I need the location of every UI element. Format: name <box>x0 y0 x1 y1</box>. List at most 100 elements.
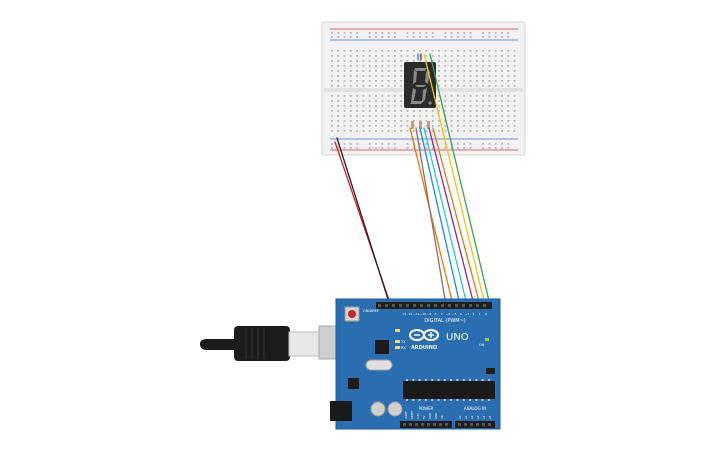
power-header-pin[interactable] <box>403 423 406 426</box>
power-header-pin[interactable] <box>445 423 448 426</box>
breadboard-hole <box>381 80 384 82</box>
breadboard-hole <box>469 80 472 82</box>
breadboard-hole <box>463 95 466 97</box>
header-pin[interactable] <box>406 304 409 307</box>
breadboard-hole <box>501 105 503 107</box>
wire-purple[interactable] <box>428 127 475 306</box>
power-jack[interactable] <box>330 401 352 421</box>
header-pin[interactable] <box>413 304 416 307</box>
digital-pin-number: ~3 <box>465 312 470 316</box>
analog-header-pin[interactable] <box>482 423 485 426</box>
breadboard-hole <box>501 115 503 117</box>
rail-hole <box>425 143 428 145</box>
analog-header-pin[interactable] <box>488 423 491 426</box>
wire-yellow[interactable] <box>423 53 486 306</box>
rail-hole <box>469 32 472 34</box>
analog-header-pin[interactable] <box>464 423 467 426</box>
breadboard-hole <box>375 105 377 107</box>
breadboard-hole <box>507 110 510 112</box>
header-pin[interactable] <box>455 304 458 307</box>
header-pin[interactable] <box>385 304 388 307</box>
breadboard-hole <box>343 65 346 67</box>
power-header-pin[interactable] <box>427 423 430 426</box>
header-pin[interactable] <box>469 304 472 307</box>
breadboard-hole <box>475 70 478 72</box>
power-header-pin[interactable] <box>421 423 424 426</box>
bottom-header-pins[interactable] <box>403 423 491 426</box>
led-rx <box>395 346 400 349</box>
wire-blue[interactable] <box>419 127 461 306</box>
wire-cyan[interactable] <box>423 127 468 306</box>
rail-hole <box>394 147 396 149</box>
power-header-pin[interactable] <box>439 423 442 426</box>
header-pin[interactable] <box>434 304 437 307</box>
rail-hole <box>507 32 510 34</box>
breadboard-hole <box>362 125 365 127</box>
reset-button-cap[interactable] <box>348 310 356 318</box>
analog-header-pin[interactable] <box>476 423 479 426</box>
rail-hole <box>457 147 459 149</box>
breadboard-hole <box>331 50 333 52</box>
wires[interactable] <box>334 53 491 427</box>
breadboard-hole <box>488 70 491 72</box>
header-pin[interactable] <box>427 304 430 307</box>
breadboard-hole <box>501 85 503 87</box>
header-pin[interactable] <box>483 304 486 307</box>
header-pin[interactable] <box>378 304 381 307</box>
breadboard-hole <box>387 125 390 127</box>
breadboard-hole <box>387 55 390 57</box>
breadboard-hole <box>444 70 447 72</box>
breadboard-hole <box>463 125 466 127</box>
breadboard-hole <box>381 55 384 57</box>
segment-dp <box>428 101 432 105</box>
header-pin[interactable] <box>462 304 465 307</box>
breadboard-hole <box>349 115 352 117</box>
header-pin[interactable] <box>441 304 444 307</box>
header-pin[interactable] <box>399 304 402 307</box>
breadboard-hole <box>444 50 447 52</box>
digital-pin-number: 13 <box>402 312 406 316</box>
breadboard-hole <box>488 85 491 87</box>
digital-pin-number: ~9 <box>427 312 432 316</box>
breadboard-hole <box>444 105 447 107</box>
breadboard-hole <box>444 80 447 82</box>
wire-orange-2[interactable] <box>432 127 481 306</box>
breadboard-hole <box>457 105 459 107</box>
header-pin[interactable] <box>448 304 451 307</box>
breadboard-hole <box>362 65 365 67</box>
power-header-pin[interactable] <box>433 423 436 426</box>
wire-green[interactable] <box>429 53 491 306</box>
rail-hole <box>337 147 340 149</box>
analog-label: ANALOG IN <box>464 406 486 411</box>
breadboard-hole <box>457 100 459 102</box>
breadboard-hole <box>362 85 365 87</box>
analog-header-pin[interactable] <box>470 423 473 426</box>
digital-header-pins[interactable] <box>378 304 486 307</box>
breadboard-hole <box>349 55 352 57</box>
breadboard-hole <box>400 120 403 122</box>
header-pin[interactable] <box>392 304 395 307</box>
usb-cable[interactable] <box>200 325 358 361</box>
breadboard-hole <box>356 80 358 82</box>
breadboard-hole <box>438 110 440 112</box>
breadboard-hole <box>431 50 434 52</box>
breadboard-hole <box>400 50 403 52</box>
breadboard-hole <box>482 105 484 107</box>
breadboard-hole <box>469 120 472 122</box>
wire-brown[interactable] <box>415 127 447 306</box>
rail-hole <box>412 36 415 38</box>
rail-hole <box>387 36 390 38</box>
analog-header-pin[interactable] <box>458 423 461 426</box>
power-header-pin[interactable] <box>415 423 418 426</box>
breadboard-hole <box>494 95 497 97</box>
header-pin[interactable] <box>476 304 479 307</box>
breadboard-hole <box>387 95 390 97</box>
header-pin[interactable] <box>420 304 423 307</box>
power-header-pin[interactable] <box>409 423 412 426</box>
chip-pin <box>443 379 446 381</box>
rail-hole <box>343 36 346 38</box>
breadboard-hole <box>482 70 484 72</box>
breadboard-hole <box>438 105 440 107</box>
breadboard-hole <box>400 105 403 107</box>
